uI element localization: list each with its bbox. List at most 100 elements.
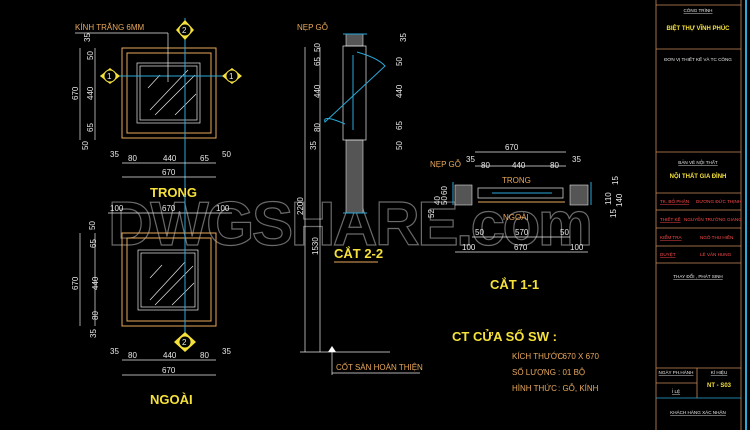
view-title-cat-1-1: CẮT 1-1 xyxy=(490,277,539,292)
svg-text:670: 670 xyxy=(162,366,176,375)
title-block: CÔNG TRÌNH BIỆT THỰ VĨNH PHÚC ĐƠN VỊ THI… xyxy=(655,0,747,430)
svg-text:50: 50 xyxy=(440,196,449,205)
svg-text:: GỖ, KÍNH: : GỖ, KÍNH xyxy=(558,384,599,393)
svg-text:TK. BỐ PHẬN: TK. BỐ PHẬN xyxy=(660,198,689,204)
svg-text:80: 80 xyxy=(128,154,137,163)
section-1-1: 670 35 80 440 80 35 NẸP GỖ TRONG NGOÀI 5… xyxy=(427,143,624,292)
svg-text:15: 15 xyxy=(609,209,618,218)
svg-text:THAY ĐỔI , PHÁT SINH: THAY ĐỔI , PHÁT SINH xyxy=(673,273,723,279)
svg-text:100: 100 xyxy=(570,243,584,252)
svg-text:THIẾT KẾ: THIẾT KẾ xyxy=(660,216,681,222)
svg-text:2200: 2200 xyxy=(296,197,305,215)
svg-text:50: 50 xyxy=(560,228,569,237)
svg-text:2: 2 xyxy=(182,338,187,347)
window-spec: CT CỬA SỔ SW : KÍCH THƯỚC: 670 X 670 SỐ … xyxy=(452,329,599,393)
svg-text:2: 2 xyxy=(182,26,187,35)
svg-text:670: 670 xyxy=(505,143,519,152)
svg-text:670: 670 xyxy=(71,86,80,100)
svg-text:CT CỬA SỔ SW :: CT CỬA SỔ SW : xyxy=(452,329,557,344)
svg-text:NẸP GỖ: NẸP GỖ xyxy=(430,160,461,169)
svg-text:670: 670 xyxy=(71,276,80,290)
svg-text:35: 35 xyxy=(309,141,318,150)
svg-text:670: 670 xyxy=(162,204,176,213)
svg-text:80: 80 xyxy=(550,161,559,170)
svg-text:80: 80 xyxy=(313,123,322,132)
svg-text:40: 40 xyxy=(433,196,442,205)
svg-text:DƯƠNG ĐỨC THỊNH: DƯƠNG ĐỨC THỊNH xyxy=(696,198,741,204)
svg-text:35: 35 xyxy=(572,155,581,164)
svg-text:35: 35 xyxy=(110,150,119,159)
svg-text:440: 440 xyxy=(91,276,100,290)
svg-text:52: 52 xyxy=(427,209,436,218)
svg-text:KÍCH THƯỚC: KÍCH THƯỚC xyxy=(512,352,564,361)
svg-text:100: 100 xyxy=(110,204,124,213)
svg-text:DUYỆT: DUYỆT xyxy=(660,250,676,257)
svg-text:Ỉ LỆ: Ỉ LỆ xyxy=(672,387,680,394)
svg-text:50: 50 xyxy=(86,51,95,60)
svg-text:50: 50 xyxy=(313,43,322,52)
svg-text:50: 50 xyxy=(222,150,231,159)
svg-text:110: 110 xyxy=(604,192,613,205)
svg-text:BẢN VẼ NỘI THẤT: BẢN VẼ NỘI THẤT xyxy=(678,159,718,165)
svg-text:35: 35 xyxy=(399,33,408,42)
svg-text:NGOÀI: NGOÀI xyxy=(503,213,529,222)
section-2-2: 50 65 440 80 35 35 50 440 65 50 2200 153… xyxy=(296,23,423,375)
svg-text:NGUYỄN TRƯỜNG GIANG: NGUYỄN TRƯỜNG GIANG xyxy=(684,216,742,222)
svg-text:80: 80 xyxy=(128,351,137,360)
view-title-trong: TRONG xyxy=(150,185,197,200)
section-marker-1-left[interactable]: 1 xyxy=(100,68,120,84)
svg-text:35: 35 xyxy=(83,33,92,42)
svg-text:BIỆT THỰ VĨNH PHÚC: BIỆT THỰ VĨNH PHÚC xyxy=(667,24,731,32)
svg-text:NGÀY PH.HÀNH: NGÀY PH.HÀNH xyxy=(659,369,694,375)
svg-text:LÊ VĂN HUNG: LÊ VĂN HUNG xyxy=(700,250,732,257)
svg-text:: 01 BỘ: : 01 BỘ xyxy=(558,368,585,377)
svg-text:ĐƠN VỊ THIẾT KẾ VÀ TC CÔNG: ĐƠN VỊ THIẾT KẾ VÀ TC CÔNG xyxy=(664,56,732,62)
section-marker-1-right[interactable]: 1 xyxy=(222,68,242,84)
section-marker-2-bottom[interactable]: 2 xyxy=(174,332,196,352)
svg-text:80: 80 xyxy=(481,161,490,170)
svg-text:: 670 X 670: : 670 X 670 xyxy=(558,352,599,361)
svg-text:1: 1 xyxy=(107,72,112,81)
svg-text:KÍ HIỆU: KÍ HIỆU xyxy=(711,368,728,375)
svg-text:1530: 1530 xyxy=(311,237,320,255)
svg-text:440: 440 xyxy=(313,84,322,98)
svg-text:80: 80 xyxy=(91,311,100,320)
svg-text:440: 440 xyxy=(512,161,526,170)
svg-text:CỐT SÀN HOÀN THIỆN: CỐT SÀN HOÀN THIỆN xyxy=(336,362,423,372)
svg-text:65: 65 xyxy=(86,123,95,132)
svg-text:50: 50 xyxy=(395,141,404,150)
svg-text:50: 50 xyxy=(81,141,90,150)
svg-text:100: 100 xyxy=(216,204,230,213)
svg-text:SỐ LƯỢNG: SỐ LƯỢNG xyxy=(512,367,556,377)
svg-text:CÔNG TRÌNH: CÔNG TRÌNH xyxy=(683,7,712,13)
svg-text:NẸP GỖ: NẸP GỖ xyxy=(297,23,328,32)
svg-text:65: 65 xyxy=(395,121,404,130)
elevation-outside: 100 670 100 2 670 50 65 440 80 35 35 80 … xyxy=(71,195,232,407)
svg-text:50: 50 xyxy=(88,221,97,230)
view-title-ngoai: NGOÀI xyxy=(150,392,193,407)
svg-text:65: 65 xyxy=(89,239,98,248)
svg-text:50: 50 xyxy=(395,57,404,66)
svg-text:50: 50 xyxy=(475,228,484,237)
svg-text:100: 100 xyxy=(462,243,476,252)
svg-text:35: 35 xyxy=(89,329,98,338)
view-title-cat-2-2: CẮT 2-2 xyxy=(334,246,383,261)
svg-text:KIỂM TRA: KIỂM TRA xyxy=(660,234,683,240)
svg-text:440: 440 xyxy=(86,86,95,100)
svg-text:TRONG: TRONG xyxy=(502,176,531,185)
svg-text:570: 570 xyxy=(515,228,529,237)
svg-text:670: 670 xyxy=(162,168,176,177)
svg-text:440: 440 xyxy=(395,84,404,98)
svg-text:65: 65 xyxy=(200,154,209,163)
svg-text:60: 60 xyxy=(440,186,449,195)
section-marker-2[interactable]: 2 xyxy=(176,20,194,40)
glass-note: KÍNH TRẮNG 6MM xyxy=(75,23,145,32)
svg-text:KHÁCH HÀNG XÁC NHẬN: KHÁCH HÀNG XÁC NHẬN xyxy=(670,409,726,415)
svg-text:15: 15 xyxy=(611,176,620,185)
elevation-inside: 1 1 2 KÍNH TRẮNG 6MM 670 35 50 440 65 50… xyxy=(71,18,242,200)
glass-hatch xyxy=(147,69,197,116)
svg-text:35: 35 xyxy=(466,155,475,164)
svg-text:65: 65 xyxy=(313,57,322,66)
svg-text:NGÔ THU HIỀN: NGÔ THU HIỀN xyxy=(700,234,733,240)
svg-text:440: 440 xyxy=(163,154,177,163)
